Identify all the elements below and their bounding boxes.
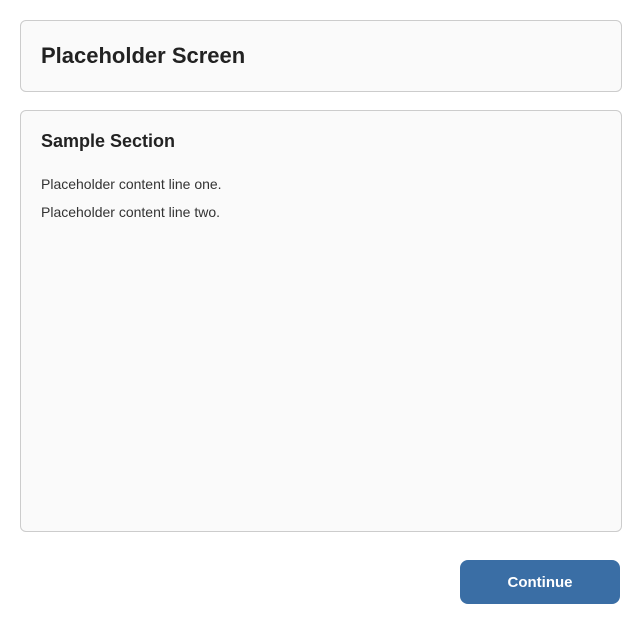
header-card: Placeholder Screen [20,20,622,92]
action-button[interactable]: Continue [460,560,620,604]
panel-line-2: Placeholder content line two. [41,203,220,223]
page-title: Placeholder Screen [41,43,245,69]
panel-line-1: Placeholder content line one. [41,175,222,195]
panel-heading: Sample Section [41,131,175,152]
content-panel: Sample Section Placeholder content line … [20,110,622,532]
